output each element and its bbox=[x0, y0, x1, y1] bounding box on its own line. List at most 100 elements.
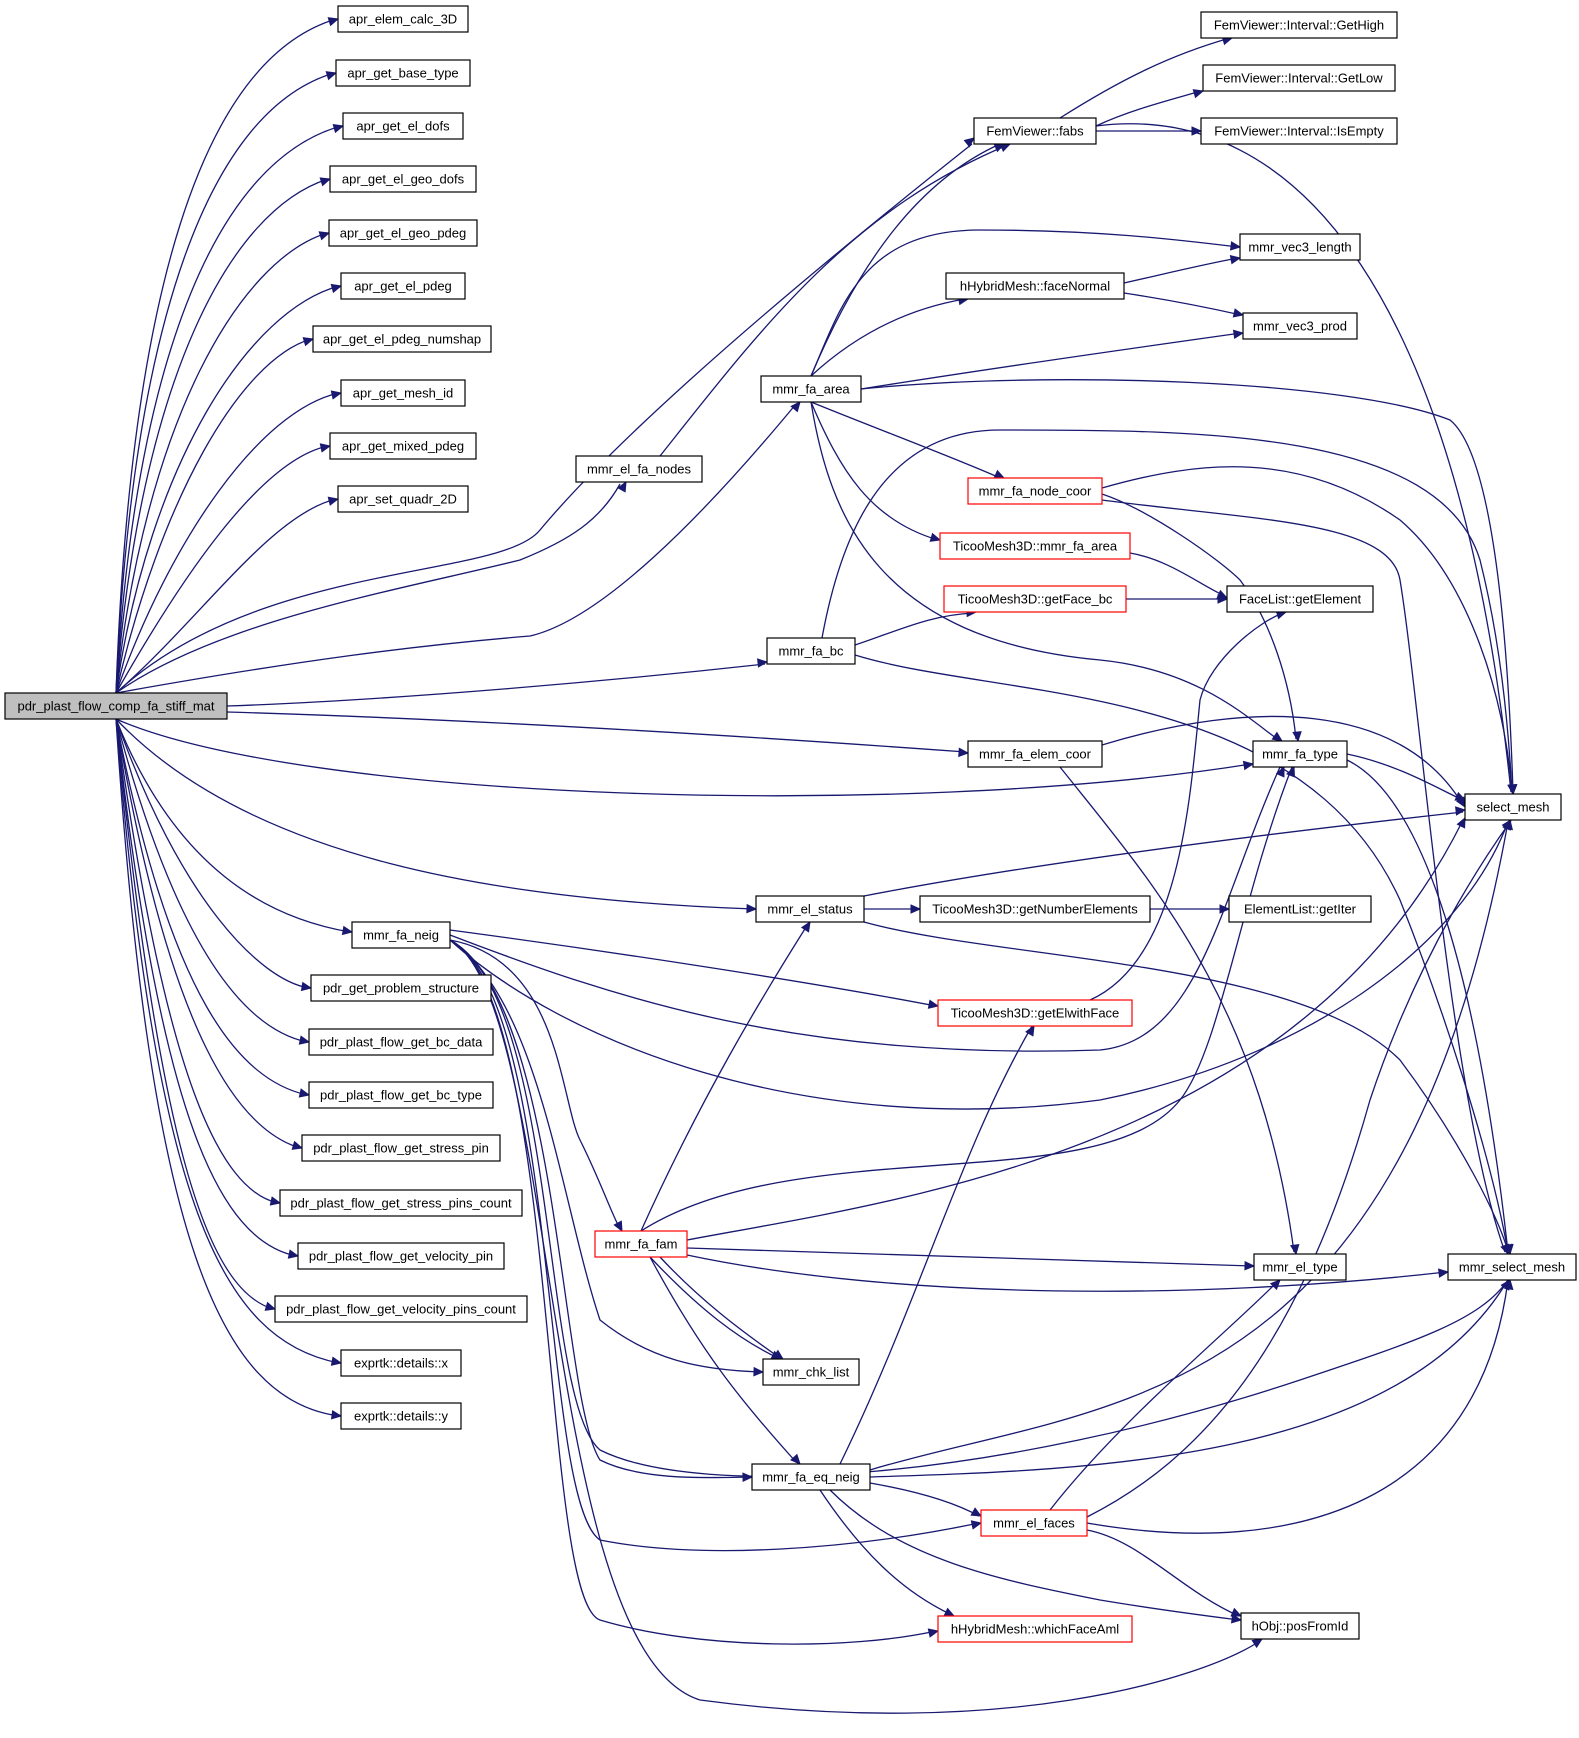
call-edge bbox=[821, 429, 1513, 793]
node-pdr-plast-flow-get-velocity-pin[interactable]: pdr_plast_flow_get_velocity_pin bbox=[297, 1242, 505, 1270]
node-label: hHybridMesh::faceNormal bbox=[960, 279, 1110, 294]
node-mmr-select-mesh[interactable]: mmr_select_mesh bbox=[1447, 1253, 1577, 1281]
arrowhead bbox=[1501, 818, 1512, 831]
node-apr-get-mixed-pdeg[interactable]: apr_get_mixed_pdeg bbox=[329, 432, 477, 460]
call-edge bbox=[854, 612, 975, 646]
arrowhead bbox=[1232, 329, 1245, 340]
call-edge bbox=[860, 332, 1242, 390]
node-hhybridmesh-whichfaceaml[interactable]: hHybridMesh::whichFaceAml bbox=[937, 1615, 1133, 1643]
node-pdr-get-problem-structure[interactable]: pdr_get_problem_structure bbox=[310, 974, 492, 1002]
node-mmr-el-type[interactable]: mmr_el_type bbox=[1253, 1253, 1347, 1281]
node-apr-get-mesh-id[interactable]: apr_get_mesh_id bbox=[340, 379, 466, 407]
call-edge bbox=[115, 718, 310, 989]
node-label: TicooMesh3D::getElwithFace bbox=[951, 1006, 1120, 1021]
node-hobj-posfromid[interactable]: hObj::posFromId bbox=[1240, 1612, 1360, 1640]
node-mmr-chk-list[interactable]: mmr_chk_list bbox=[762, 1358, 860, 1386]
arrowhead bbox=[1191, 126, 1203, 136]
call-edge bbox=[449, 821, 1509, 1110]
node-label: apr_get_mesh_id bbox=[353, 386, 453, 401]
node-ticoomesh3d-getelwithface[interactable]: TicooMesh3D::getElwithFace bbox=[937, 999, 1133, 1027]
call-edge bbox=[1129, 552, 1226, 597]
node-mmr-fa-fam[interactable]: mmr_fa_fam bbox=[594, 1230, 688, 1258]
node-pdr-plast-flow-get-velocity-pins-count[interactable]: pdr_plast_flow_get_velocity_pins_count bbox=[274, 1295, 528, 1323]
call-edge bbox=[1086, 1279, 1509, 1534]
arrowhead bbox=[1219, 904, 1231, 914]
node-femviewer-interval-gethigh[interactable]: FemViewer::Interval::GetHigh bbox=[1200, 11, 1398, 39]
node-ticoomesh3d-getnumberelements[interactable]: TicooMesh3D::getNumberElements bbox=[919, 895, 1151, 923]
node-femviewer-interval-getlow[interactable]: FemViewer::Interval::GetLow bbox=[1202, 64, 1396, 92]
arrowhead bbox=[330, 1410, 343, 1420]
node-root[interactable]: pdr_plast_flow_comp_fa_stiff_mat bbox=[4, 692, 228, 720]
node-apr-get-el-geo-dofs[interactable]: apr_get_el_geo_dofs bbox=[329, 165, 477, 193]
node-apr-get-el-pdeg[interactable]: apr_get_el_pdeg bbox=[340, 272, 466, 300]
node-ticoomesh3d-mmr-fa-area[interactable]: TicooMesh3D::mmr_fa_area bbox=[939, 532, 1131, 560]
arrowhead bbox=[742, 1472, 754, 1482]
node-mmr-fa-node-coor[interactable]: mmr_fa_node_coor bbox=[967, 477, 1103, 505]
call-edge bbox=[869, 1482, 980, 1517]
node-exprtk-details-x[interactable]: exprtk::details::x bbox=[340, 1349, 462, 1377]
node-mmr-el-faces[interactable]: mmr_el_faces bbox=[980, 1509, 1088, 1537]
node-label: mmr_fa_eq_neig bbox=[762, 1470, 860, 1485]
node-exprtk-details-y[interactable]: exprtk::details::y bbox=[340, 1402, 462, 1430]
node-pdr-plast-flow-get-bc-data[interactable]: pdr_plast_flow_get_bc_data bbox=[308, 1028, 494, 1056]
arrowhead bbox=[330, 390, 343, 400]
node-label: pdr_plast_flow_get_bc_data bbox=[320, 1035, 483, 1050]
node-label: mmr_select_mesh bbox=[1459, 1260, 1565, 1275]
node-femviewer-interval-isempty[interactable]: FemViewer::Interval::IsEmpty bbox=[1200, 117, 1398, 145]
call-edge bbox=[115, 498, 337, 694]
arrowhead bbox=[1192, 89, 1205, 99]
node-mmr-fa-eq-neig[interactable]: mmr_fa_eq_neig bbox=[751, 1463, 871, 1491]
node-apr-set-quadr-2d[interactable]: apr_set_quadr_2D bbox=[337, 485, 469, 513]
call-edge bbox=[449, 939, 1261, 1714]
node-mmr-fa-area[interactable]: mmr_fa_area bbox=[760, 375, 862, 403]
node-label: pdr_plast_flow_get_velocity_pin bbox=[309, 1249, 493, 1264]
call-edge bbox=[1101, 493, 1297, 740]
node-mmr-fa-bc[interactable]: mmr_fa_bc bbox=[766, 637, 856, 665]
call-edge bbox=[649, 1256, 797, 1463]
arrowhead bbox=[1230, 1614, 1243, 1624]
node-apr-get-base-type[interactable]: apr_get_base_type bbox=[335, 59, 471, 87]
node-apr-get-el-dofs[interactable]: apr_get_el_dofs bbox=[342, 112, 464, 140]
arrowhead bbox=[910, 904, 922, 914]
call-edge bbox=[686, 1247, 1253, 1267]
call-edge bbox=[115, 392, 340, 694]
arrowhead bbox=[264, 1301, 277, 1311]
arrowhead bbox=[963, 137, 975, 148]
node-elementlist-getiter[interactable]: ElementList::getIter bbox=[1228, 895, 1372, 923]
call-edge bbox=[810, 229, 1239, 377]
call-edges bbox=[115, 17, 1518, 1714]
node-pdr-plast-flow-get-bc-type[interactable]: pdr_plast_flow_get_bc_type bbox=[308, 1081, 494, 1109]
node-mmr-el-status[interactable]: mmr_el_status bbox=[755, 895, 865, 923]
node-mmr-fa-elem-coor[interactable]: mmr_fa_elem_coor bbox=[967, 740, 1103, 768]
call-edge bbox=[115, 178, 329, 694]
arrowhead bbox=[970, 1520, 983, 1530]
node-femviewer-fabs[interactable]: FemViewer::fabs bbox=[973, 117, 1097, 145]
node-mmr-vec3-prod[interactable]: mmr_vec3_prod bbox=[1242, 312, 1358, 340]
node-pdr-plast-flow-get-stress-pins-count[interactable]: pdr_plast_flow_get_stress_pins_count bbox=[279, 1189, 523, 1217]
node-apr-elem-calc-3d[interactable]: apr_elem_calc_3D bbox=[337, 5, 469, 33]
node-label: mmr_el_faces bbox=[993, 1516, 1075, 1531]
node-mmr-fa-type[interactable]: mmr_fa_type bbox=[1252, 740, 1348, 768]
node-mmr-vec3-length[interactable]: mmr_vec3_length bbox=[1239, 233, 1361, 261]
node-label: TicooMesh3D::getNumberElements bbox=[932, 902, 1138, 917]
arrowhead bbox=[790, 401, 801, 413]
arrowhead bbox=[1269, 1279, 1281, 1291]
node-apr-get-el-geo-pdeg[interactable]: apr_get_el_geo_pdeg bbox=[328, 219, 478, 247]
node-hhybridmesh-facenormal[interactable]: hHybridMesh::faceNormal bbox=[945, 272, 1125, 300]
arrowhead bbox=[790, 1453, 801, 1465]
node-facelist-getelement[interactable]: FaceList::getElement bbox=[1226, 585, 1374, 613]
node-label: FemViewer::fabs bbox=[986, 124, 1084, 139]
arrowhead bbox=[300, 981, 313, 992]
node-ticoomesh3d-getface-bc[interactable]: TicooMesh3D::getFace_bc bbox=[943, 585, 1127, 613]
call-edge bbox=[869, 1279, 1509, 1478]
node-select-mesh[interactable]: select_mesh bbox=[1464, 793, 1562, 821]
node-mmr-fa-neig[interactable]: mmr_fa_neig bbox=[351, 921, 451, 949]
node-pdr-plast-flow-get-stress-pin[interactable]: pdr_plast_flow_get_stress_pin bbox=[301, 1134, 501, 1162]
node-label: TicooMesh3D::mmr_fa_area bbox=[953, 539, 1118, 554]
call-edge bbox=[1095, 123, 1512, 793]
node-mmr-el-fa-nodes[interactable]: mmr_el_fa_nodes bbox=[575, 455, 703, 483]
node-label: FemViewer::Interval::GetHigh bbox=[1214, 18, 1384, 33]
call-edge bbox=[810, 401, 1001, 479]
call-edge bbox=[863, 811, 1464, 897]
node-apr-get-el-pdeg-numshap[interactable]: apr_get_el_pdeg_numshap bbox=[312, 325, 492, 353]
